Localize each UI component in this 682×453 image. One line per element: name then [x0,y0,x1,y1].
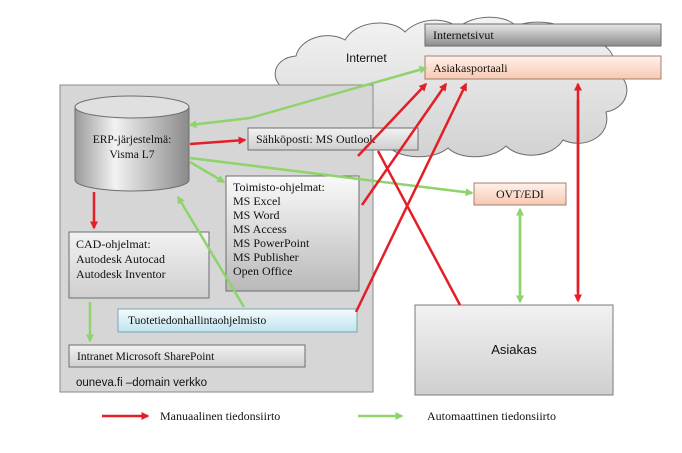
manual-transfer-arrows [90,82,582,313]
arrow-email-to-portal [357,82,428,157]
cad-line-0: CAD-ohjelmat: [76,237,151,251]
cad-line-2: Autodesk Inventor [76,267,166,281]
office-line-2: MS Word [233,208,280,222]
cad-box: CAD-ohjelmat: Autodesk Autocad Autodesk … [68,231,210,299]
ovt-edi-label: OVT/EDI [496,187,544,201]
arrow-erp-to-ovt [189,156,474,197]
arrow-erp-to-office [189,160,226,184]
intranet-box: Intranet Microsoft SharePoint [68,344,306,368]
office-line-4: MS PowerPoint [233,236,310,250]
office-box: Toimisto-ohjelmat: MS Excel MS Word MS A… [225,175,360,292]
email-box: Sähköposti: MS Outlook [247,127,419,151]
office-line-6: Open Office [233,264,292,278]
office-line-0: Toimisto-ohjelmat: [233,180,325,194]
arrow-pdm-to-portal [354,82,468,313]
office-line-1: MS Excel [233,194,281,208]
internetsivut-label: Internetsivut [433,28,494,42]
asiakasportaali-label: Asiakasportaali [433,61,508,75]
pdm-label: Tuotetiedonhallintaohjelmisto [128,315,266,327]
erp-label-line2: Visma L7 [110,149,155,161]
arrow-pdm-to-erp [176,195,246,308]
domain-label: ouneva.fi –domain verkko [76,377,207,389]
internetsivut-box: Internetsivut [424,23,662,47]
erp-database: ERP-järjestelmä: Visma L7 [74,95,190,192]
email-label: Sähköposti: MS Outlook [256,132,375,146]
arrow-office-to-portal [360,82,448,206]
office-line-5: MS Publisher [233,250,299,264]
asiakasportaali-box: Asiakasportaali [424,55,662,80]
ovt-edi-box: OVT/EDI [473,182,567,206]
office-line-3: MS Access [233,222,287,236]
legend-automatic-label: Automaattinen tiedonsiirto [427,409,556,423]
arrow-erp-to-email [189,136,247,146]
asiakas-box: Asiakas [414,304,614,396]
erp-label-line1: ERP-järjestelmä: [93,134,172,146]
legend: Manuaalinen tiedonsiirto Automaattinen t… [102,409,556,423]
intranet-label: Intranet Microsoft SharePoint [77,351,215,363]
arrow-portal-to-erp [249,65,428,120]
asiakas-label: Asiakas [491,342,537,357]
internet-label: Internet [346,51,387,65]
line-email-to-asiakas [376,150,462,306]
legend-manual-label: Manuaalinen tiedonsiirto [160,409,280,423]
automatic-transfer-arrows [86,65,524,343]
pdm-box: Tuotetiedonhallintaohjelmisto [117,308,358,333]
cad-line-1: Autodesk Autocad [76,252,165,266]
arrow-portal-to-erp-head [188,116,251,129]
